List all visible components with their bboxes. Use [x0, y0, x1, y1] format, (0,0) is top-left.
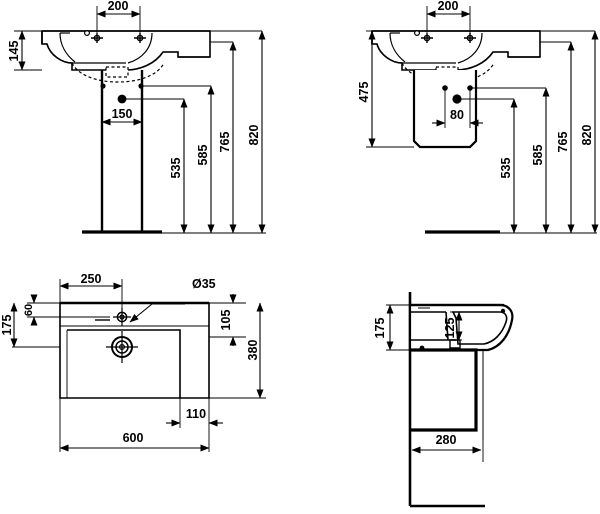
- dim-175-section: [386, 304, 410, 351]
- dim-label-80-semi: 80: [450, 108, 464, 122]
- dim-label-150-front: 150: [112, 107, 133, 121]
- dim-380-plan: [209, 302, 266, 399]
- dim-label-125-section: 125: [443, 318, 457, 339]
- dim-label-535-front: 535: [169, 158, 183, 179]
- supply-point-left-semi: [442, 85, 448, 91]
- dim-d35-leader: [129, 303, 185, 323]
- dim-80-semi: [432, 90, 483, 128]
- dim-105-plan: [209, 294, 246, 346]
- dim-label-110-plan: 110: [186, 407, 206, 421]
- dim-label-280-section: 280: [436, 433, 457, 447]
- waste-point-section: [419, 345, 425, 351]
- pedestal-column: [82, 70, 162, 234]
- dim-585-semi: [470, 87, 550, 234]
- semi-pedestal-section: [410, 348, 484, 440]
- dim-820-front: [42, 30, 266, 234]
- dim-label-820-semi: 820: [580, 125, 594, 146]
- dim-label-765-semi: 765: [556, 132, 570, 153]
- dim-250-plan: [59, 279, 123, 310]
- view-front-elevation-pedestal: [14, 6, 266, 234]
- dim-label-475-semi: 475: [357, 82, 371, 103]
- dim-765-semi: [540, 41, 575, 234]
- dim-label-820-front: 820: [247, 125, 261, 146]
- dim-280-section: [409, 430, 484, 462]
- dim-label-175-plan: 175: [0, 315, 14, 336]
- dim-label-765-front: 765: [218, 132, 232, 153]
- dim-label-200-semi: 200: [438, 0, 459, 13]
- dim-label-200-front: 200: [108, 0, 129, 13]
- dim-60-plan: [27, 294, 110, 326]
- tap-hole-plan: [113, 308, 131, 326]
- dim-585-front: [141, 85, 215, 234]
- dim-label-105-plan: 105: [219, 310, 233, 331]
- dim-label-585-semi: 585: [531, 145, 545, 166]
- dim-label-600-plan: 600: [123, 431, 144, 445]
- dim-535-front: [122, 98, 188, 234]
- dim-label-535-semi: 535: [499, 158, 513, 179]
- view-side-section: [386, 292, 514, 508]
- dim-label-175-section: 175: [373, 318, 387, 339]
- dim-110-plan: [166, 398, 223, 428]
- dim-label-60-plan: 60: [23, 304, 35, 316]
- tap-hole-right-semi: [464, 33, 476, 43]
- dim-label-d35-plan: Ø35: [192, 277, 216, 291]
- dim-label-250-plan: 250: [81, 272, 102, 286]
- waste-outlet-front: [105, 66, 129, 78]
- dim-600-plan: [59, 398, 210, 452]
- tap-hole-left-semi: [421, 33, 433, 43]
- view-plan: [10, 279, 266, 452]
- supply-point-left: [100, 83, 106, 89]
- dim-535-semi: [457, 98, 518, 234]
- waste-outlet-plan: [106, 331, 138, 363]
- dim-145-front: [14, 30, 42, 71]
- dim-125-section: [450, 311, 463, 341]
- dim-150-front: [101, 100, 143, 128]
- dim-765-front: [210, 41, 237, 234]
- dim-175-plan: [10, 302, 60, 348]
- dim-label-585-front: 585: [196, 145, 210, 166]
- dim-label-145-front: 145: [7, 41, 21, 62]
- view-front-elevation-semi-pedestal: [366, 6, 599, 234]
- basin-body-front: [41, 30, 211, 83]
- dim-475-semi: [366, 30, 414, 148]
- dim-label-380-plan: 380: [246, 340, 260, 361]
